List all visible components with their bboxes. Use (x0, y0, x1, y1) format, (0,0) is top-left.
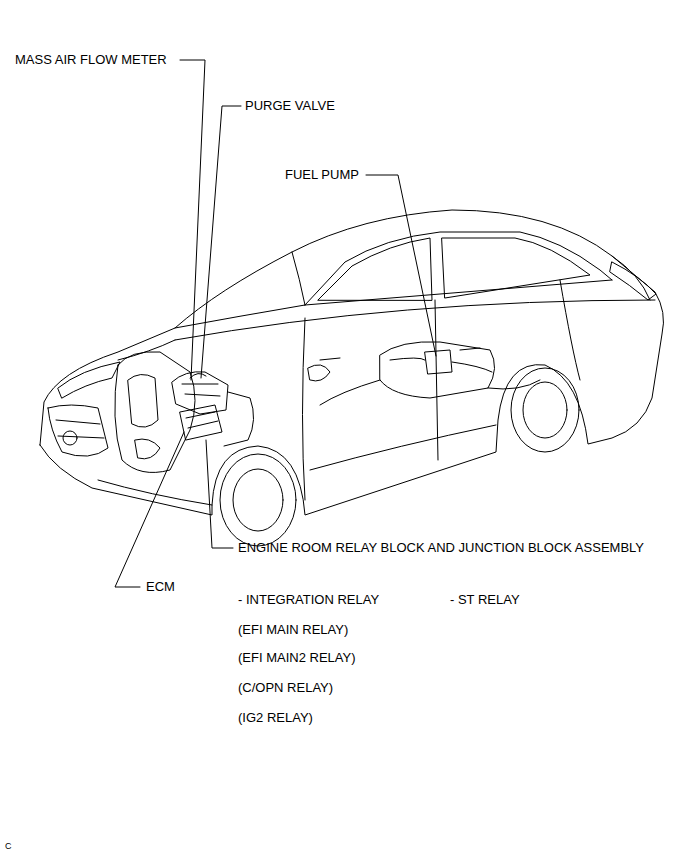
part-label: (EFI MAIN RELAY) (238, 622, 348, 638)
part-label: FUEL PUMP (285, 167, 359, 183)
part-label: MASS AIR FLOW METER (15, 52, 167, 68)
figure-code: C (5, 838, 12, 853)
part-label: - INTEGRATION RELAY (238, 592, 379, 608)
part-label: - ST RELAY (450, 592, 520, 608)
part-label: (EFI MAIN2 RELAY) (238, 650, 356, 666)
part-label: (IG2 RELAY) (238, 710, 313, 726)
part-label: ENGINE ROOM RELAY BLOCK AND JUNCTION BLO… (238, 540, 644, 556)
part-label: ECM (146, 579, 175, 595)
part-label: (C/OPN RELAY) (238, 680, 333, 696)
part-label: PURGE VALVE (245, 98, 335, 114)
